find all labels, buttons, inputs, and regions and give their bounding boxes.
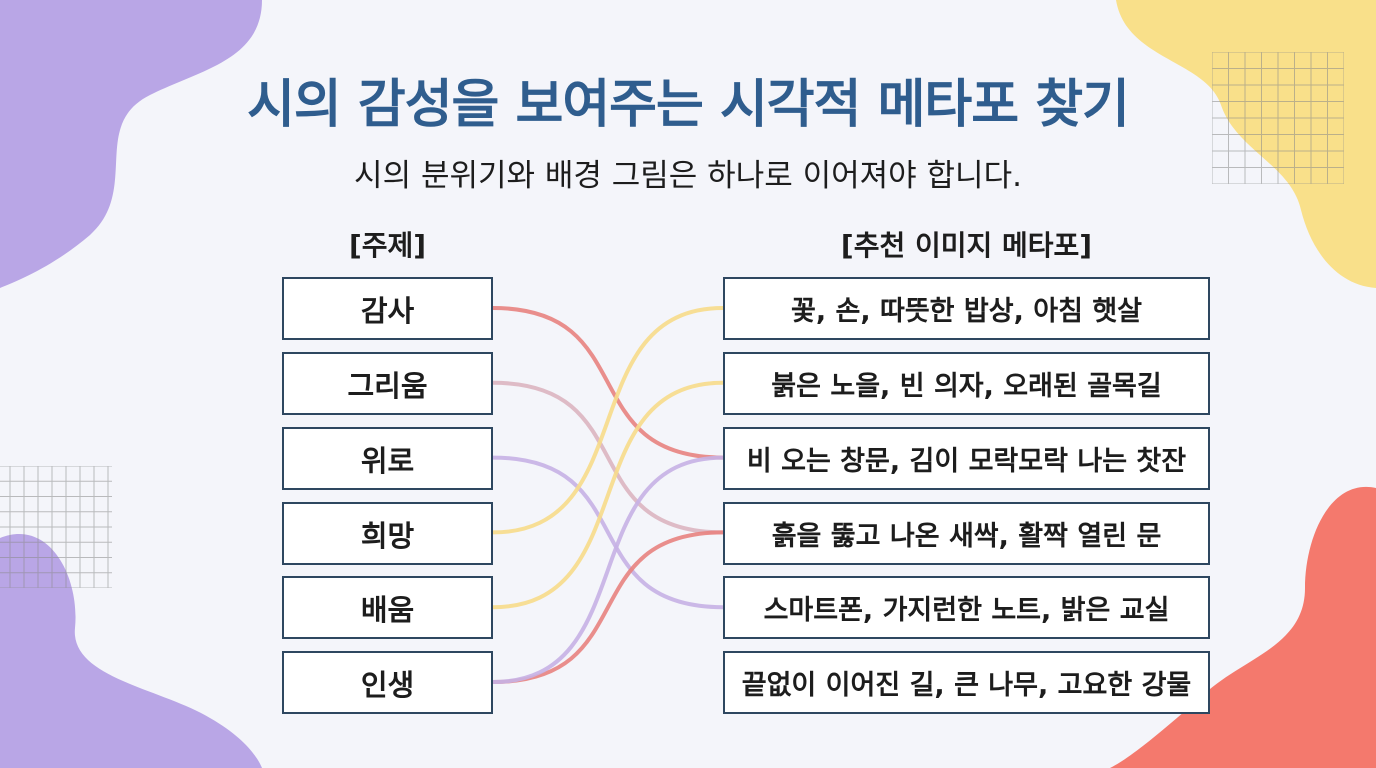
metaphor-box-1: 꽃, 손, 따뜻한 밥상, 아침 햇살	[723, 277, 1210, 340]
page-title: 시의 감성을 보여주는 시각적 메타포 찾기	[247, 75, 1130, 135]
theme-box-gratitude: 감사	[282, 277, 493, 340]
grid-pattern-left	[0, 466, 112, 588]
grid-pattern-top-right	[1212, 52, 1344, 184]
purple-blob-bottom-left	[0, 534, 262, 768]
connector-5	[491, 380, 725, 610]
connector-7	[491, 455, 725, 684]
metaphor-box-5: 스마트폰, 가지런한 노트, 밝은 교실	[723, 576, 1210, 639]
themes-header: [주제]	[348, 229, 427, 262]
metaphor-box-6: 끝없이 이어진 길, 큰 나무, 고요한 강물	[723, 651, 1210, 714]
metaphor-box-3: 비 오는 창문, 김이 모락모락 나는 찻잔	[723, 427, 1210, 490]
theme-box-learning: 배움	[282, 576, 493, 639]
theme-box-longing: 그리움	[282, 352, 493, 415]
coral-blob-bottom-right	[1110, 486, 1376, 768]
connector-3	[491, 455, 725, 610]
metaphors-header: [추천 이미지 메타포]	[840, 229, 1093, 262]
theme-box-comfort: 위로	[282, 427, 493, 490]
page-subtitle: 시의 분위기와 배경 그림은 하나로 이어져야 합니다.	[354, 158, 1022, 194]
metaphor-box-2: 붉은 노을, 빈 의자, 오래된 골목길	[723, 352, 1210, 415]
theme-box-life: 인생	[282, 651, 493, 714]
connector-4	[491, 306, 725, 535]
connector-2	[491, 380, 725, 535]
purple-blob-top-left	[0, 0, 262, 288]
connector-6	[491, 530, 725, 684]
theme-box-hope: 희망	[282, 502, 493, 565]
connector-1	[491, 306, 725, 460]
metaphor-box-4: 흙을 뚫고 나온 새싹, 활짝 열린 문	[723, 502, 1210, 565]
